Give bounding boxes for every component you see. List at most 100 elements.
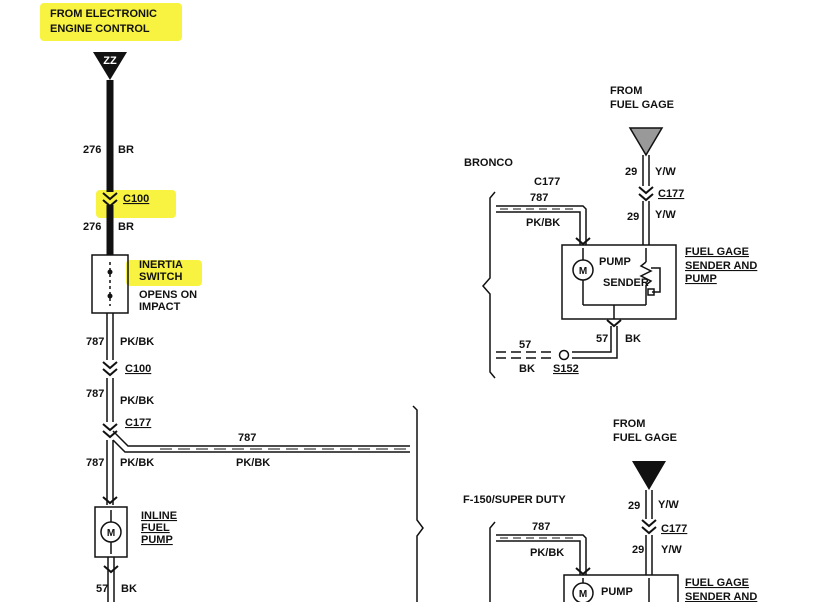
opens-on-impact-line2: IMPACT bbox=[139, 301, 181, 313]
bronco-fuel-gage-connector bbox=[628, 127, 664, 157]
inertia-contact-dot-2 bbox=[107, 293, 113, 299]
connector-c177-icon bbox=[102, 423, 118, 439]
f150-wire-below-circuit: 29 bbox=[632, 544, 644, 556]
wire-787-color-b: PK/BK bbox=[120, 395, 154, 407]
bronco-splice-color: BK bbox=[519, 363, 535, 375]
bronco-wire-below-circuit: 29 bbox=[627, 211, 639, 223]
f150-wire-top-color: Y/W bbox=[658, 499, 679, 511]
bronco-pump-label: PUMP bbox=[599, 256, 631, 268]
ground-connector-icon bbox=[103, 565, 119, 574]
bronco-wire-below-color: Y/W bbox=[655, 209, 676, 221]
wire-787-circuit-c: 787 bbox=[86, 457, 104, 469]
bronco-splice-circuit: 57 bbox=[519, 339, 531, 351]
bronco-title: BRONCO bbox=[464, 157, 513, 169]
f150-wire-below-color: Y/W bbox=[661, 544, 682, 556]
wire-787-pkbk-horizontal bbox=[112, 430, 410, 453]
bronco-wire-29-yw bbox=[642, 155, 650, 245]
inline-fuel-pump-box bbox=[94, 506, 128, 558]
source-label-line1: FROM ELECTRONIC bbox=[50, 8, 157, 20]
f150-wire-787-label: 787 bbox=[532, 521, 550, 533]
f150-fuel-gage-sender-box bbox=[563, 574, 679, 602]
bronco-c177-right-label: C177 bbox=[658, 188, 684, 200]
bronco-fuel-gage-sender-box bbox=[561, 244, 677, 320]
f150-c177-label: C177 bbox=[661, 523, 687, 535]
bronco-wire-top-circuit: 29 bbox=[625, 166, 637, 178]
bronco-splice-s152-icon bbox=[558, 349, 570, 361]
wire-787-color-c: PK/BK bbox=[120, 457, 154, 469]
f150-wire-top-circuit: 29 bbox=[628, 500, 640, 512]
inline-pump-label-line2: FUEL bbox=[141, 522, 170, 534]
bronco-assembly-label-line1: FUEL GAGE bbox=[685, 246, 749, 258]
f150-c177-connector-icon bbox=[641, 519, 657, 535]
connector-c100-a-label: C100 bbox=[123, 193, 149, 205]
wire-276-color-top: BR bbox=[118, 144, 134, 156]
bronco-splice-label: S152 bbox=[553, 363, 579, 375]
inertia-contact-dot-1 bbox=[107, 269, 113, 275]
ground-circuit: 57 bbox=[96, 583, 108, 595]
wire-787-color-a: PK/BK bbox=[120, 336, 154, 348]
connector-c100-b-label: C100 bbox=[125, 363, 151, 375]
wire-276-circuit-mid: 276 bbox=[83, 221, 101, 233]
bronco-sender-resistor-icon bbox=[639, 248, 661, 305]
f150-wire-pkbk-label: PK/BK bbox=[530, 547, 564, 559]
bronco-wire-787-pkbk bbox=[496, 205, 587, 245]
horizontal-wire-color: PK/BK bbox=[236, 457, 270, 469]
f150-pump-label: PUMP bbox=[601, 586, 633, 598]
bronco-wire-top-color: Y/W bbox=[655, 166, 676, 178]
bronco-assembly-label-line2: SENDER AND bbox=[685, 260, 757, 272]
inertia-switch-box bbox=[91, 254, 129, 314]
f150-assembly-label-line1: FUEL GAGE bbox=[685, 577, 749, 589]
bronco-section-bracket bbox=[482, 191, 496, 379]
f150-fuel-gage-connector bbox=[632, 461, 666, 490]
wire-276-circuit-top: 276 bbox=[83, 144, 101, 156]
wire-787-circuit-b: 787 bbox=[86, 388, 104, 400]
source-label-line2: ENGINE CONTROL bbox=[50, 23, 150, 35]
bronco-ground-circuit: 57 bbox=[596, 333, 608, 345]
bronco-motor-label: M bbox=[579, 266, 587, 277]
inertia-switch-label-line2: SWITCH bbox=[139, 271, 182, 283]
engine-control-connector bbox=[93, 52, 127, 80]
bronco-sender-label: SENDER bbox=[603, 277, 649, 289]
bronco-c177-connector-icon bbox=[638, 186, 654, 202]
bronco-wire-787-label: 787 bbox=[530, 192, 548, 204]
horizontal-wire-circuit: 787 bbox=[238, 432, 256, 444]
section-bracket-left bbox=[412, 405, 424, 602]
ground-color: BK bbox=[121, 583, 137, 595]
highlight-source bbox=[40, 3, 182, 41]
opens-on-impact-line1: OPENS ON bbox=[139, 289, 197, 301]
f150-motor-icon bbox=[572, 582, 594, 602]
highlight-c100 bbox=[96, 190, 176, 218]
f150-section-bracket bbox=[489, 521, 496, 602]
bronco-ground-color: BK bbox=[625, 333, 641, 345]
bronco-pump-connector-icon bbox=[575, 237, 591, 246]
bronco-c177-left-label: C177 bbox=[534, 176, 560, 188]
f150-title: F-150/SUPER DUTY bbox=[463, 494, 566, 506]
inertia-switch-label-line1: INERTIA bbox=[139, 259, 183, 271]
wire-276-color-mid: BR bbox=[118, 221, 134, 233]
ground-wire-57 bbox=[107, 557, 115, 602]
f150-wire-29-yw bbox=[645, 490, 653, 575]
pump-connector-icon bbox=[102, 496, 118, 505]
bronco-ground-wire bbox=[572, 326, 618, 359]
f150-from-line1: FROM bbox=[613, 418, 645, 430]
inline-pump-label-line1: INLINE bbox=[141, 510, 177, 522]
f150-motor-label: M bbox=[579, 589, 587, 600]
inline-pump-label-line3: PUMP bbox=[141, 534, 173, 546]
f150-wire-787-pkbk bbox=[496, 534, 587, 575]
wire-787-pkbk-vertical bbox=[106, 313, 114, 505]
f150-from-line2: FUEL GAGE bbox=[613, 432, 677, 444]
bronco-wire-pkbk-label: PK/BK bbox=[526, 217, 560, 229]
highlight-inertia bbox=[126, 260, 202, 286]
bronco-ground-connector-icon bbox=[606, 319, 622, 328]
connector-c177-label: C177 bbox=[125, 417, 151, 429]
f150-pump-connector-icon bbox=[575, 567, 591, 576]
motor-label: M bbox=[107, 528, 115, 539]
connector-c100-b-icon bbox=[102, 361, 118, 377]
bronco-assembly-label-line3: PUMP bbox=[685, 273, 717, 285]
bronco-from-line1: FROM bbox=[610, 85, 642, 97]
bronco-from-line2: FUEL GAGE bbox=[610, 99, 674, 111]
wire-787-circuit-a: 787 bbox=[86, 336, 104, 348]
f150-assembly-label-line2: SENDER AND bbox=[685, 591, 757, 602]
bronco-splice-wire bbox=[496, 351, 556, 359]
